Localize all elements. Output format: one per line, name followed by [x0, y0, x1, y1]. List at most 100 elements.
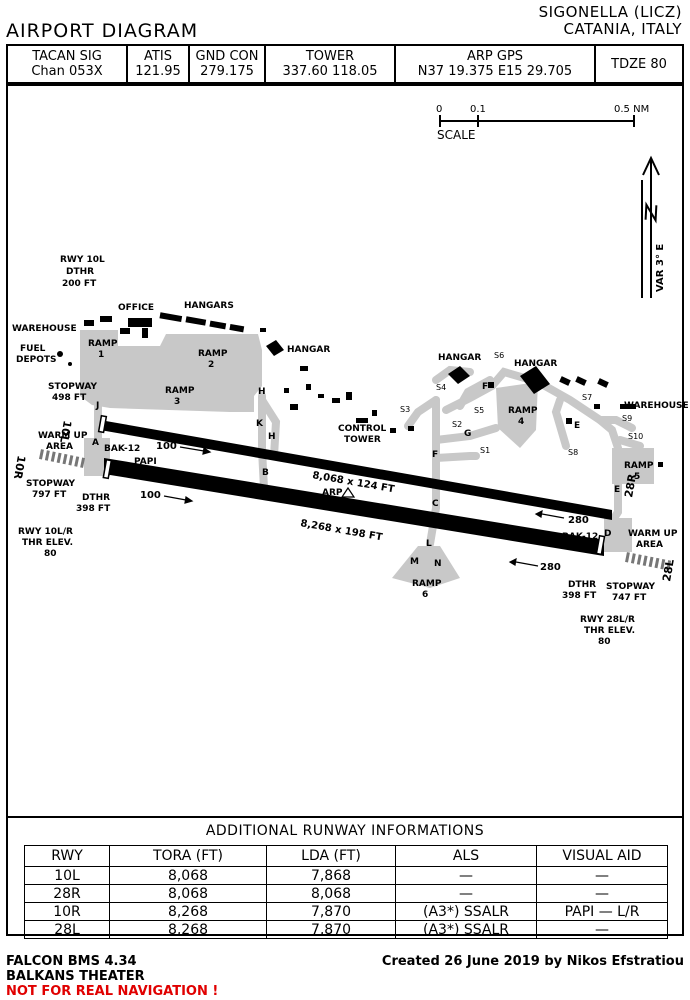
scale-label: SCALE	[437, 128, 475, 142]
taxiway-label: F	[432, 450, 438, 460]
label: 498 FT	[52, 393, 87, 403]
freq-label: TOWER	[305, 49, 355, 64]
cell: 8,068	[109, 866, 267, 885]
label: 100	[140, 490, 161, 501]
label: STOPWAY	[26, 479, 75, 489]
scale-tick1: 0.1	[470, 104, 486, 115]
freq-arp-gps: ARP GPS N37 19.375 E15 29.705	[396, 46, 596, 82]
freq-ground: GND CON 279.175	[190, 46, 266, 82]
freq-label: ARP GPS	[466, 49, 524, 64]
footer-warning: NOT FOR REAL NAVIGATION !	[6, 984, 219, 999]
cell: 10L	[24, 866, 110, 885]
building-hangar	[159, 312, 183, 323]
spot-label: S8	[568, 448, 578, 457]
label: ARP	[322, 488, 343, 498]
frequency-bar: TACAN SIG Chan 053X ATIS 121.95 GND CON …	[6, 44, 684, 84]
label: 398 FT	[562, 591, 597, 601]
runway-10r-28l	[104, 458, 604, 556]
spot-label: S2	[452, 420, 462, 429]
cell: (A3*) SSALR	[395, 920, 537, 939]
building-hangar-east	[448, 366, 470, 384]
label: 3	[174, 397, 180, 407]
table-row: 10L 8,068 7,868 — —	[24, 866, 668, 885]
building-hangar-main	[520, 366, 550, 394]
label: 747 FT	[612, 593, 647, 603]
table-row: 28R 8,068 8,068 — —	[24, 884, 668, 903]
taxiway-label: M	[410, 557, 419, 567]
building-warehouse	[84, 320, 94, 326]
col-rwy: RWY	[24, 845, 110, 867]
taxiway-label: G	[464, 429, 471, 439]
label: HANGAR	[287, 345, 330, 355]
cell: (A3*) SSALR	[395, 902, 537, 921]
table-row: 28L 8,268 7,870 (A3*) SSALR —	[24, 920, 668, 939]
cell: 8,068	[266, 884, 396, 903]
spot-label: S4	[436, 383, 446, 392]
label: RWY 10L/R	[18, 527, 73, 537]
building	[346, 392, 352, 400]
spot-label: S10	[628, 432, 643, 441]
fuel-tank	[57, 351, 63, 357]
label: TOWER	[344, 435, 381, 445]
taxiway-label: L	[426, 539, 432, 549]
building-hangar	[185, 316, 207, 326]
variation-label: VAR 3° E	[655, 244, 666, 292]
approach-lights-west	[38, 449, 86, 468]
label: WAREHOUSE	[12, 324, 77, 334]
building	[284, 388, 289, 393]
freq-label: TDZE 80	[611, 56, 667, 72]
page-title: AIRPORT DIAGRAM	[6, 20, 199, 42]
cell: 8,268	[109, 902, 267, 921]
label: 280	[540, 562, 561, 573]
taxiway-s8	[551, 396, 570, 450]
label: HANGARS	[184, 301, 234, 311]
building	[306, 384, 311, 390]
building	[594, 404, 600, 409]
label: OFFICE	[118, 303, 154, 313]
scale-zero: 0	[436, 104, 442, 115]
footer-theater: BALKANS THEATER	[6, 969, 145, 984]
building	[559, 376, 571, 386]
runway-table-title: ADDITIONAL RUNWAY INFORMATIONS	[205, 823, 485, 839]
building	[597, 378, 609, 388]
ramp-5	[612, 448, 654, 484]
freq-tacan: TACAN SIG Chan 053X	[8, 46, 128, 82]
runways	[38, 414, 673, 571]
building	[332, 398, 340, 403]
taxiway-label: D	[604, 529, 611, 539]
runway-10l-28r	[100, 420, 612, 520]
label: DTHR	[568, 580, 596, 590]
taxiway-h	[258, 396, 281, 460]
taxiway-label: F	[482, 382, 488, 392]
freq-value: Chan 053X	[31, 64, 103, 79]
taxiway-label: K	[256, 419, 264, 429]
frame-divider	[8, 816, 682, 818]
taxiway-s4	[456, 376, 494, 410]
diagram-labels: RWY 10L DTHR 200 FT OFFICE HANGARS WAREH…	[11, 255, 689, 647]
label: 2	[208, 360, 214, 370]
label: 100	[156, 441, 177, 452]
label: 797 FT	[32, 490, 67, 500]
cell: —	[395, 884, 537, 903]
label: STOPWAY	[48, 382, 97, 392]
taxiway-label: H	[268, 432, 276, 442]
taxiway-label: J	[95, 401, 99, 411]
footer-left: FALCON BMS 4.34 BALKANS THEATER NOT FOR …	[6, 954, 218, 999]
cell: 10R	[24, 902, 110, 921]
cell: 28R	[24, 884, 110, 903]
label: BAK-12	[104, 444, 140, 454]
label: WAREHOUSE	[624, 401, 689, 411]
footer-credit: Created 26 June 2019 by Nikos Efstratiou	[381, 954, 684, 969]
label: 4	[518, 417, 524, 427]
building	[120, 328, 130, 334]
col-tora: TORA (FT)	[109, 845, 267, 867]
label: RWY 10L	[60, 255, 105, 265]
freq-tdze: TDZE 80	[596, 46, 682, 82]
label: BAK-12	[562, 532, 598, 542]
label: 200 FT	[62, 279, 97, 289]
cell: —	[536, 866, 668, 885]
building	[142, 328, 148, 338]
threshold-28l	[595, 534, 606, 556]
label: RAMP	[88, 339, 118, 349]
